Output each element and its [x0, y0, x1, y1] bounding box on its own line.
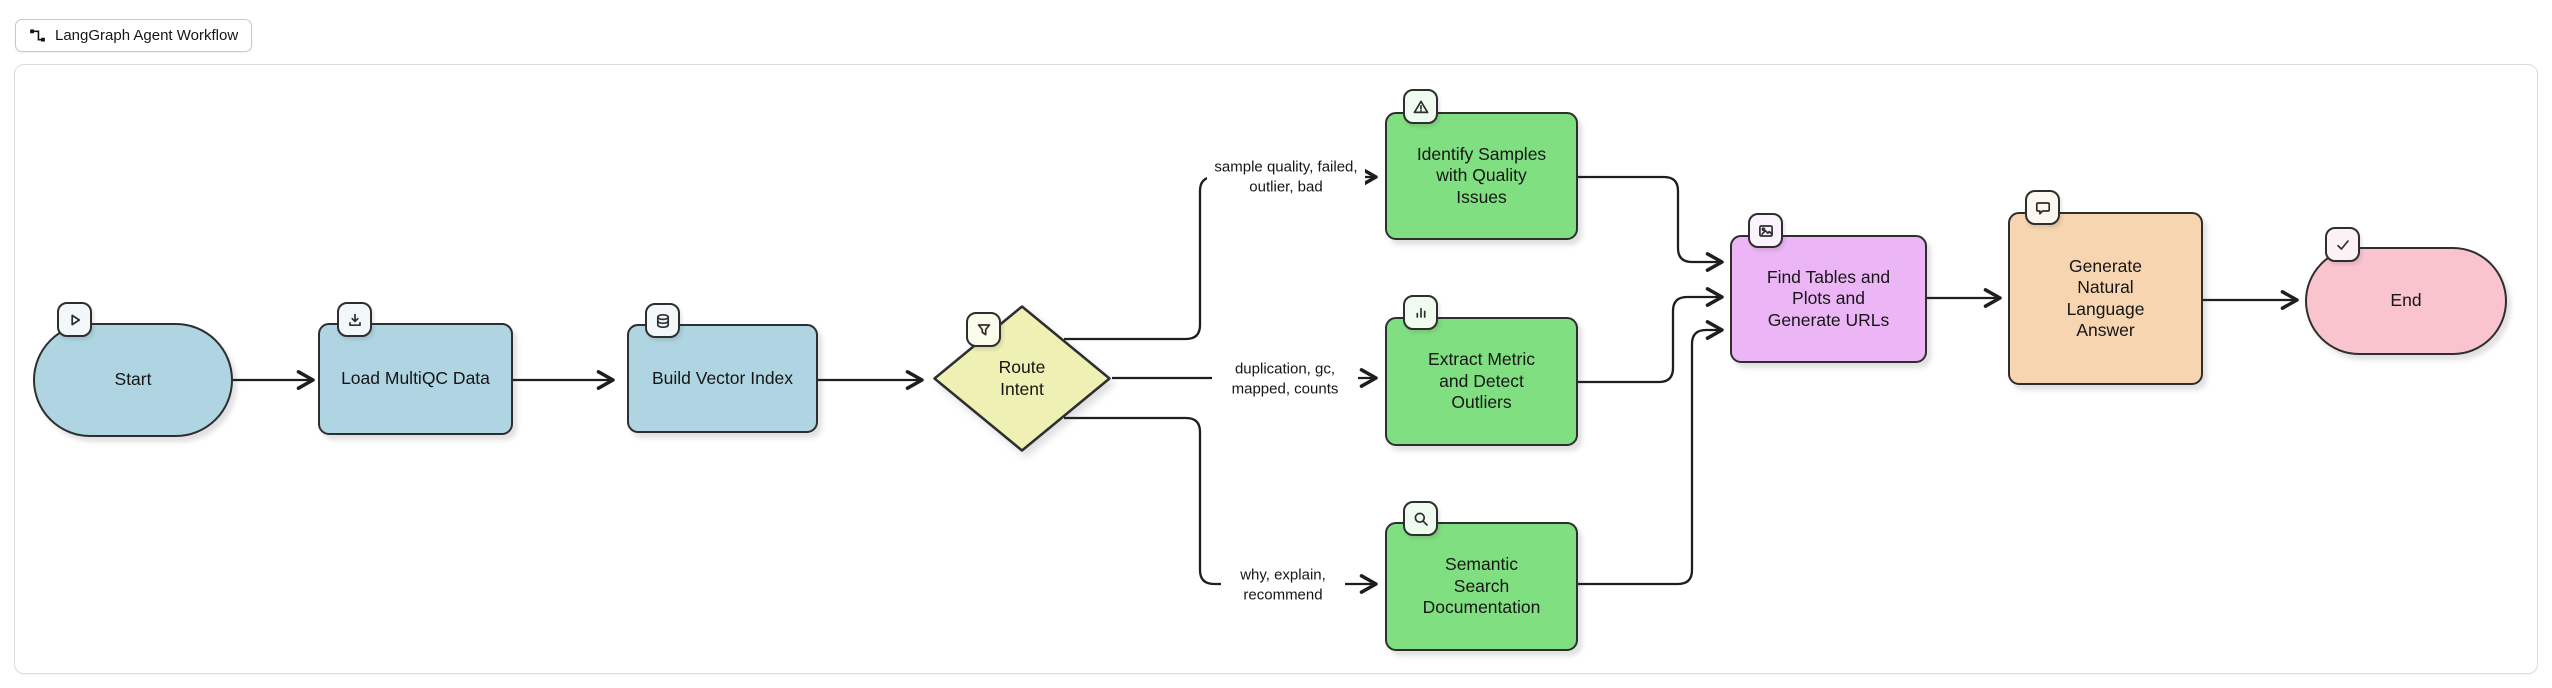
- node-build-vector-index[interactable]: Build Vector Index: [627, 324, 818, 433]
- node-generate-natural-language-answer[interactable]: Generate Natural Language Answer: [2008, 212, 2203, 385]
- edge-label-metrics: duplication, gc, mapped, counts: [1212, 358, 1358, 400]
- workflow-connector-icon: [30, 29, 45, 42]
- filter-icon: [966, 312, 1001, 347]
- node-load-multiqc-data[interactable]: Load MultiQC Data: [318, 323, 513, 435]
- speech-bubble-icon: [2025, 190, 2060, 225]
- node-semantic-search-documentation[interactable]: Semantic Search Documentation: [1385, 522, 1578, 651]
- node-route-intent-label: Route Intent: [998, 357, 1046, 399]
- warning-icon: [1403, 89, 1438, 124]
- node-end[interactable]: End: [2305, 247, 2507, 355]
- download-icon: [337, 302, 372, 337]
- node-find-tables-plots-generate-urls[interactable]: Find Tables and Plots and Generate URLs: [1730, 235, 1927, 363]
- node-semantic-search-documentation-label: Semantic Search Documentation: [1422, 554, 1541, 618]
- check-icon: [2325, 227, 2360, 262]
- edge-label-docs: why, explain, recommend: [1221, 564, 1345, 606]
- node-extract-metric-detect-outliers[interactable]: Extract Metric and Detect Outliers: [1385, 317, 1578, 446]
- workflow-title-label: LangGraph Agent Workflow: [55, 27, 239, 44]
- node-load-multiqc-data-label: Load MultiQC Data: [341, 368, 490, 389]
- play-icon: [57, 302, 92, 337]
- search-icon: [1403, 501, 1438, 536]
- workflow-title-chip: LangGraph Agent Workflow: [15, 19, 253, 52]
- node-find-tables-plots-generate-urls-label: Find Tables and Plots and Generate URLs: [1766, 266, 1891, 330]
- node-start-label: Start: [114, 369, 152, 390]
- node-generate-natural-language-answer-label: Generate Natural Language Answer: [2066, 255, 2145, 340]
- node-identify-samples-quality-issues[interactable]: Identify Samples with Quality Issues: [1385, 112, 1578, 240]
- node-route-intent[interactable]: Route Intent: [932, 304, 1112, 453]
- node-end-label: End: [2390, 290, 2422, 311]
- node-start[interactable]: Start: [33, 323, 233, 437]
- image-icon: [1748, 213, 1783, 248]
- node-extract-metric-detect-outliers-label: Extract Metric and Detect Outliers: [1428, 349, 1535, 413]
- node-build-vector-index-label: Build Vector Index: [651, 367, 794, 388]
- bar-chart-icon: [1403, 295, 1438, 330]
- database-icon: [645, 303, 680, 338]
- node-identify-samples-quality-issues-label: Identify Samples with Quality Issues: [1416, 143, 1547, 207]
- edge-label-quality: sample quality, failed, outlier, bad: [1207, 156, 1365, 198]
